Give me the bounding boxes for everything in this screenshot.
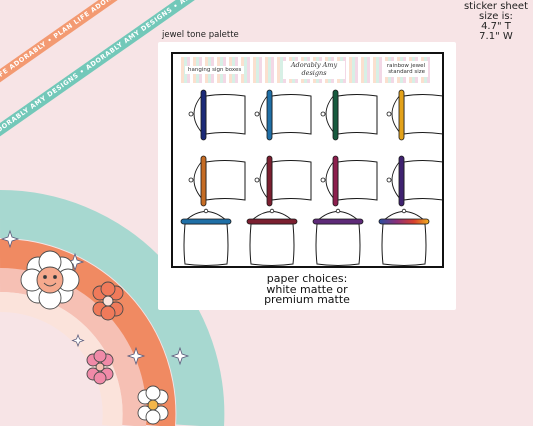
hanging-sign-side-r2-1 (188, 155, 246, 207)
paper-choices: paper choices: white matte or premium ma… (158, 272, 456, 306)
brand-logo-line-2: designs (301, 69, 327, 77)
sparkle-icon (71, 333, 85, 348)
sticker-grid (180, 89, 442, 266)
hanging-sign-top-r3-4 (378, 208, 430, 266)
rainbow-arc-teal (0, 189, 225, 426)
hanging-sign-top-r3-1 (180, 208, 232, 266)
rainbow-arc-cream (0, 291, 123, 426)
flower-icon-white (137, 385, 169, 425)
hanging-sign-side-r1-2 (254, 89, 312, 141)
sparkle-icon (0, 229, 20, 249)
hanging-sign-side-r2-4 (386, 155, 442, 207)
size-line-4: 7.1" W (479, 31, 513, 42)
size-line-2: size is: (479, 11, 513, 22)
brand-logo: Adorably Amy designs (283, 61, 345, 79)
sheet-title: hanging sign boxes (185, 66, 245, 74)
sparkle-icon (170, 346, 190, 366)
sticker-sheet: hanging sign boxes Adorably Amy designs … (171, 52, 444, 268)
hanging-sign-side-r2-3 (320, 155, 378, 207)
paper-line-1: paper choices: (266, 272, 348, 285)
sticker-size-info: sticker sheet size is: 4.7" T 7.1" W (464, 2, 528, 42)
paper-line-2: white matte or (266, 282, 348, 296)
brand-logo-line-1: Adorably Amy (290, 61, 338, 69)
hanging-sign-side-r1-1 (188, 89, 246, 141)
variant-line-1: rainbow jewel (386, 63, 425, 69)
size-line-1: sticker sheet (463, 1, 528, 12)
hanging-sign-side-r2-2 (254, 155, 312, 207)
hanging-sign-top-r3-3 (312, 208, 364, 266)
sheet-variant: rainbow jewel standard size (383, 61, 428, 77)
product-card: hanging sign boxes Adorably Amy designs … (158, 42, 456, 310)
sparkle-icon (126, 346, 146, 366)
flower-icon-orange (92, 281, 124, 321)
variant-line-2: standard size (388, 69, 425, 75)
size-line-3: 4.7" T (481, 21, 511, 32)
paper-line-3: premium matte (264, 293, 350, 306)
sparkle-icon-group (0, 229, 190, 366)
flower-icon-smiley (20, 250, 80, 310)
hanging-sign-top-r3-2 (246, 208, 298, 266)
palette-label: jewel tone palette (162, 30, 239, 40)
sparkle-icon (65, 252, 85, 272)
hanging-sign-side-r1-3 (320, 89, 378, 141)
hanging-sign-side-r1-4 (386, 89, 442, 141)
sheet-header: hanging sign boxes Adorably Amy designs … (181, 57, 431, 83)
flower-icon-pink (86, 349, 114, 385)
